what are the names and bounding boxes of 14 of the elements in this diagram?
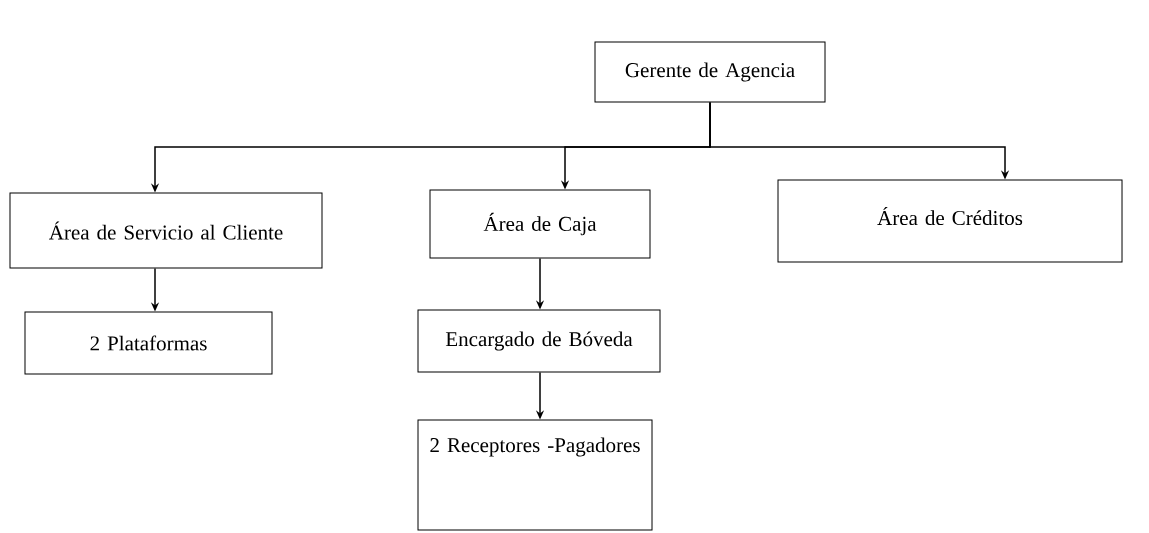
box-label: Área de Servicio al Cliente (49, 221, 283, 240)
org-box (417, 309, 661, 373)
box-label: 2 Receptores -Pagadores (430, 437, 640, 457)
box-label: Área de Caja (483, 212, 597, 236)
box-label: 2 Plataformas (90, 335, 207, 351)
org-box (24, 311, 273, 375)
org-box (417, 419, 653, 531)
box-label: Encargado de Bóveda (445, 331, 633, 351)
box-label: Gerente de Agencia (625, 62, 795, 82)
org-box (594, 41, 826, 103)
org-box (777, 179, 1123, 263)
org-box (429, 189, 651, 259)
box-label: Área de Créditos (877, 206, 1023, 226)
org-box (9, 192, 323, 269)
